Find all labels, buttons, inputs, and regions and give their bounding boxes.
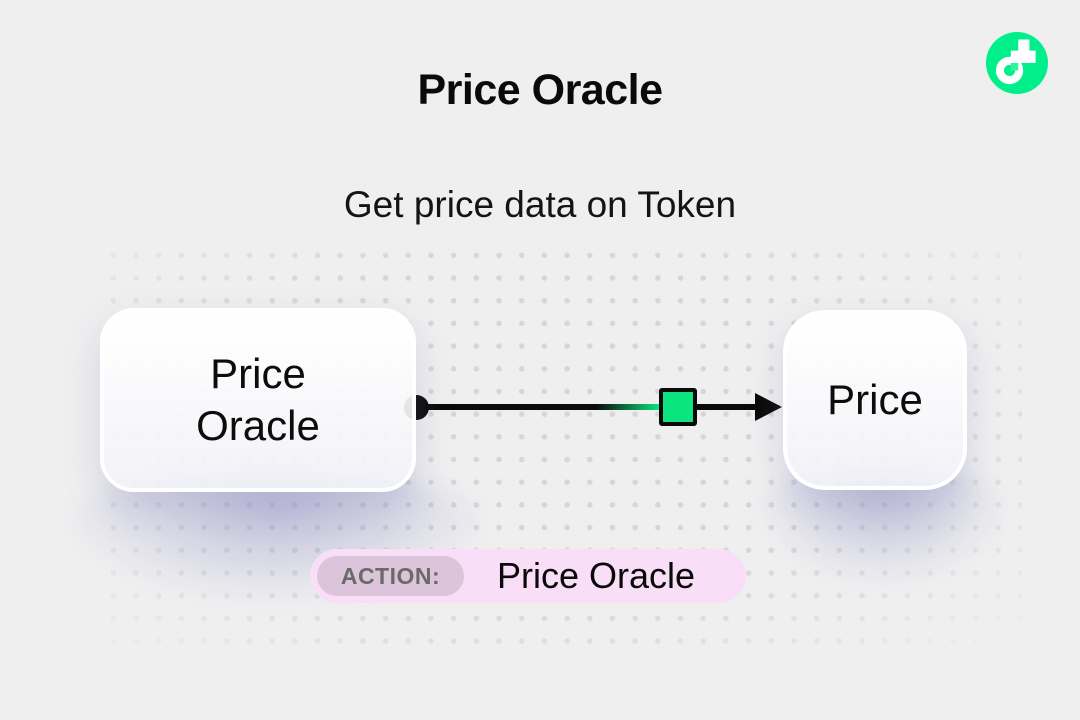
connector-line — [416, 404, 758, 410]
source-node-label: Price Oracle — [196, 350, 320, 449]
action-badge: ACTION: Price Oracle — [310, 549, 746, 603]
flow-logo-icon — [986, 32, 1048, 94]
connector-marker-square — [659, 388, 697, 426]
source-node-price-oracle: Price Oracle — [100, 308, 416, 492]
connector-green-trail — [596, 404, 660, 410]
connector-arrowhead-icon — [755, 393, 782, 421]
page-title: Price Oracle — [417, 66, 663, 114]
target-node-label: Price — [827, 376, 923, 423]
target-node-price: Price — [783, 310, 967, 490]
page-subtitle: Get price data on Token — [343, 184, 737, 225]
action-value: Price Oracle — [496, 555, 696, 596]
action-tag-label: ACTION: — [317, 556, 464, 596]
